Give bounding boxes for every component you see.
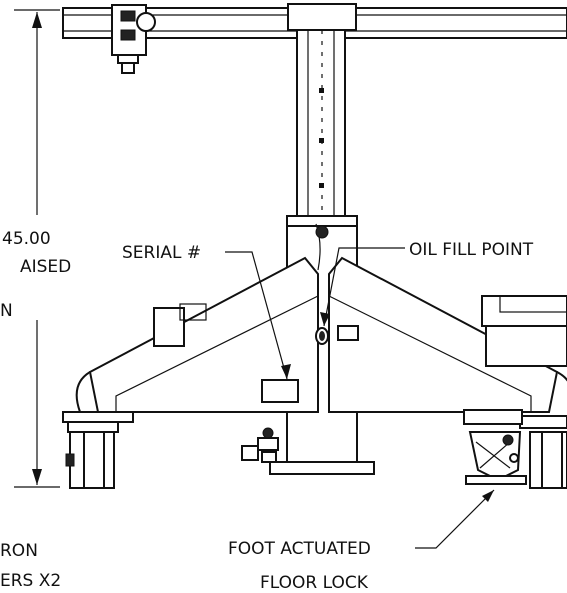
mast [296,29,346,217]
serial-plate [261,379,299,403]
callout-oil-fill: OIL FILL POINT [409,240,534,260]
dimension-note-line1: AISED [20,257,71,277]
dimension-note-line2: N [0,301,13,321]
callout-leaders [225,247,495,549]
reservoir-box [481,295,567,367]
right-leg [315,256,567,413]
dimension-value: 45.00 [2,229,51,249]
callout-casters-line2: ERS X2 [0,571,61,591]
floor-lock [463,409,527,485]
base-valve [241,427,279,463]
height-dimension [14,9,60,488]
callout-casters-line1: RON [0,541,38,561]
callout-floor-lock-line2: FLOOR LOCK [260,573,369,593]
callout-serial: SERIAL # [122,243,201,263]
beam-fitting [111,4,156,74]
left-caster [62,411,134,489]
callout-floor-lock-line1: FOOT ACTUATED [228,539,371,559]
right-caster [519,415,567,489]
